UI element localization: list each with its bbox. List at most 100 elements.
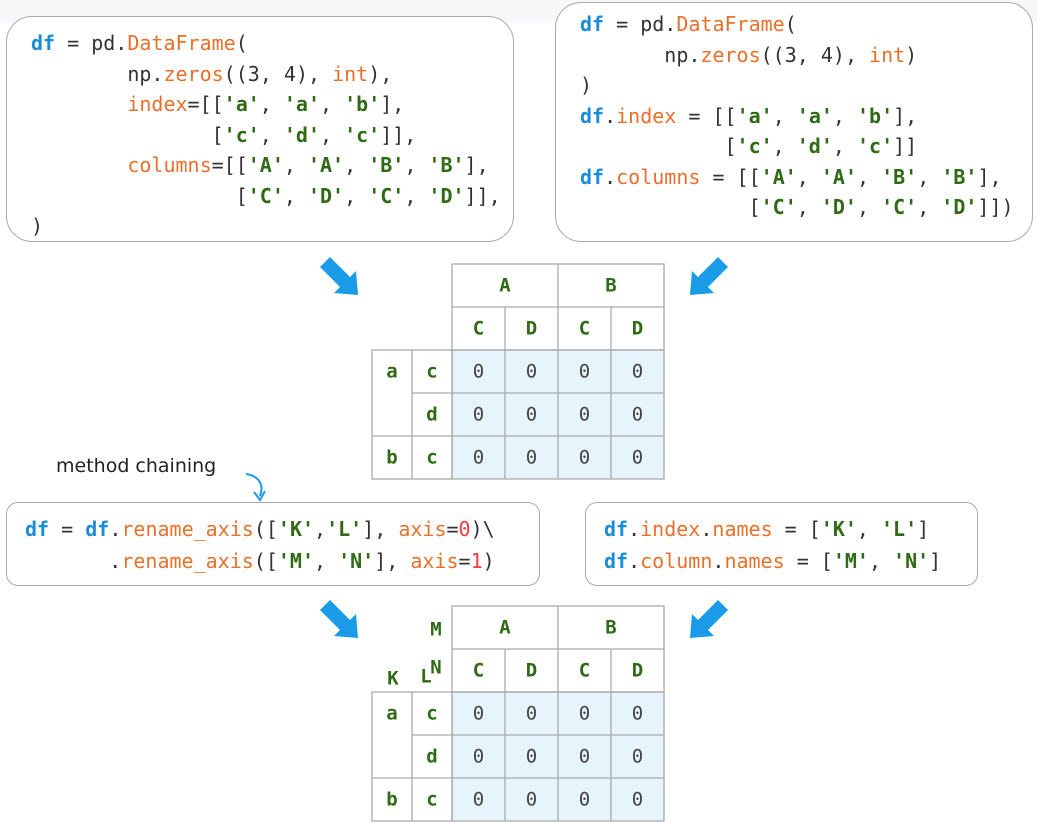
code-line: np.zeros((3, 4), int) [580,43,917,67]
column-level1-label: C [579,660,590,682]
code-token: df [604,517,629,541]
code-token: , [796,164,821,189]
code-token: 'K' [820,517,857,541]
code-token: 'B' [941,164,978,189]
code-token: , [320,92,345,116]
code-line: df.columns = [['A', 'A', 'B', 'B'], [580,165,1002,189]
code-token: 'N' [338,549,375,573]
code-token [31,153,127,177]
code-token: 'D' [428,183,465,208]
code-token: . [700,517,713,541]
code-token: DataFrame [676,12,785,36]
data-cell-value: 0 [579,703,590,725]
data-cell-value: 0 [632,447,643,469]
row-level0-label: a [386,361,397,383]
code-line: ['C', 'D', 'C', 'D']]) [580,195,1014,219]
code-token: index [127,92,188,116]
code-token: , [832,103,858,128]
row-level1-label: c [426,447,437,469]
code-token: axis [410,549,459,573]
data-cell-value: 0 [579,789,590,811]
code-token: column [640,549,713,573]
column-level0-label: B [605,275,616,297]
code-line: df.index.names = ['K', 'L'] [604,517,929,541]
code-token: ], [893,103,918,128]
code-token: zeros [700,42,761,67]
code-token: 'L' [326,517,363,541]
code-token: np. [31,61,164,86]
column-level0-label: B [605,617,616,639]
row-level0-label: b [386,789,397,811]
code-token: = pd. [55,31,128,55]
data-cell-value: 0 [579,404,590,426]
code-token: 'C' [881,195,918,219]
column-level1-label: D [526,660,537,682]
code-token: ], [362,517,399,541]
code-token: ]]) [977,195,1014,219]
code-token: ([ [253,517,278,541]
code-line: np.zeros((3, 4), int), [31,62,392,86]
code-token: ) [482,549,495,573]
code-line: ) [31,214,43,238]
code-token: . [712,549,725,573]
code-token: 4 [283,61,296,86]
code-token: , [259,122,284,147]
code-token: , [857,164,882,189]
code-line: columns=[['A', 'A', 'B', 'B'], [31,153,489,177]
code-token: 'A' [820,164,857,189]
code-token: , [917,164,942,189]
code-token: 'C' [760,195,797,219]
code-token: ), [295,61,333,86]
code-token: , [320,122,345,147]
code-token: , [259,92,284,116]
code-token: 'b' [857,103,894,128]
code-line: ['C', 'D', 'C', 'D']], [31,184,501,208]
data-cell-value: 0 [526,447,537,469]
row-level1-label: c [426,703,437,725]
code-token: , [344,153,369,177]
arrow-down-right-icon [320,600,358,638]
code-token: rename_axis [121,549,254,573]
code-token: 'C' [247,183,284,208]
code-token: )\ [470,517,495,541]
code-token: =[[ [211,153,248,177]
code-token: , [832,134,857,158]
code-line: index=[['a', 'a', 'b'], [31,92,404,116]
code-token: ([ [253,549,278,573]
code-token: ), [368,61,393,86]
data-cell-value: 0 [473,404,484,426]
code-token: , [344,183,369,208]
code-token: 'B' [368,153,405,177]
code-token: 'D' [307,183,345,208]
code-token: 'B' [881,164,918,189]
code-token: ]] [893,134,918,158]
code-token: ], [464,153,489,177]
code-token: df [580,164,605,189]
code-token: = [ [772,517,821,541]
code-token: df [580,103,605,128]
code-token: [ [31,183,248,208]
arrow-down-left-icon [690,600,728,638]
column-level1-label: D [632,318,643,340]
code-token: index [616,103,677,128]
arrow-down-right-icon [320,257,358,295]
code-line: ) [580,73,592,97]
code-token: . [25,549,122,573]
data-cell-value: 0 [579,746,590,768]
code-token: 'A' [247,153,284,177]
data-cell-value: 0 [632,789,643,811]
index-axis-name: L [420,666,431,688]
column-axis-name: N [430,657,441,679]
code-token: ( [784,12,797,36]
code-token: df [25,517,50,541]
code-token: , [796,42,821,67]
code-token: . [109,517,122,541]
code-token: names [724,549,785,573]
method-chaining-caption: method chaining [56,455,217,477]
code-token: 'a' [283,92,321,116]
code-token: . [604,164,617,189]
index-axis-name: K [387,668,399,690]
row-level1-label: d [426,746,437,768]
code-token: = pd. [604,12,677,36]
